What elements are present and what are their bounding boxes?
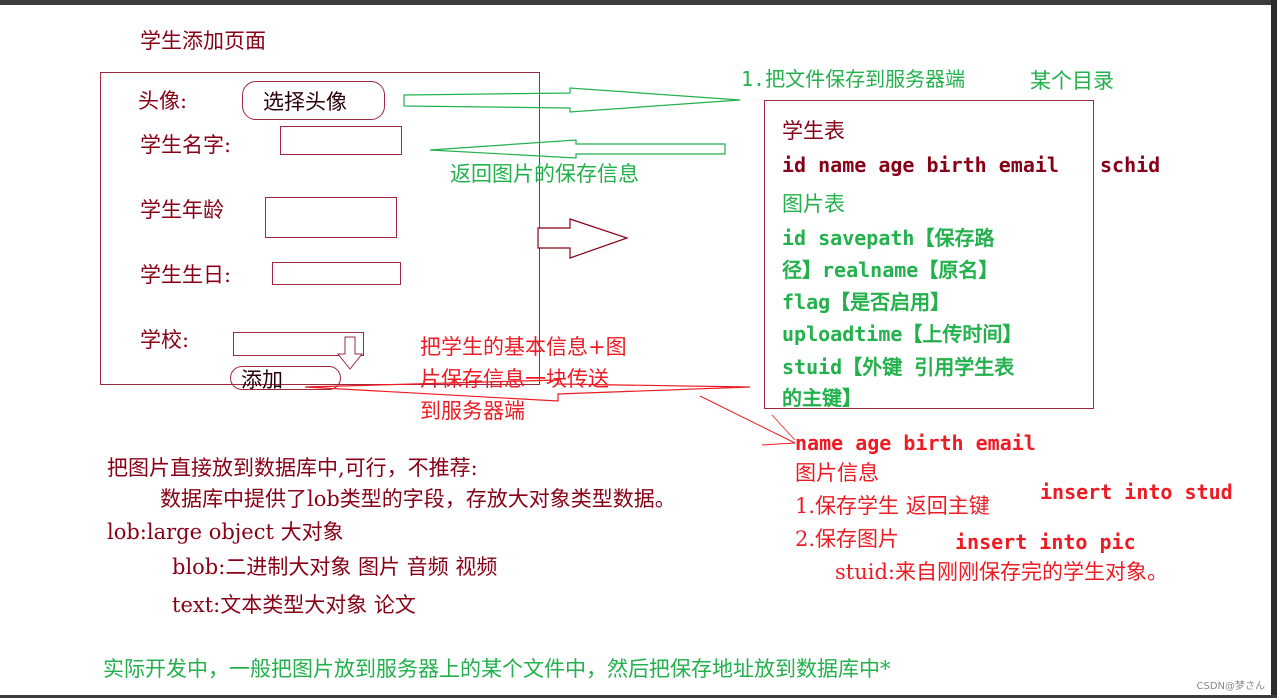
server-step-1-sql: insert into stud <box>1040 480 1233 504</box>
picture-table-title: 图片表 <box>782 192 845 216</box>
avatar-label: 头像: <box>138 89 188 113</box>
server-step-2-sql: insert into pic <box>955 530 1136 554</box>
birthday-input[interactable] <box>272 262 401 285</box>
school-label: 学校: <box>140 328 190 352</box>
window-right-border <box>1271 0 1277 698</box>
add-button[interactable]: 添加 <box>230 366 341 392</box>
stuid-note: stuid:来自刚刚保存完的学生对象。 <box>835 560 1168 584</box>
server-fields: name age birth email <box>795 431 1036 455</box>
picture-table-line: id savepath【保存路 <box>782 226 995 250</box>
name-label: 学生名字: <box>140 133 232 157</box>
student-table-columns: id name age birth email <box>782 153 1059 177</box>
dropdown-arrow-icon <box>336 336 364 370</box>
watermark: CSDN@梦さん <box>1196 681 1265 692</box>
upload-arrow <box>403 87 741 113</box>
picture-table-line: flag【是否启用】 <box>782 290 951 314</box>
window-bottom-border <box>0 695 1277 698</box>
note-line-5: text:文本类型大对象 论文 <box>172 593 416 617</box>
send-info-line-2: 片保存信息一块传送 <box>420 367 609 391</box>
picture-table-line: 的主键】 <box>782 386 862 410</box>
submit-arrow <box>537 218 629 259</box>
name-input[interactable] <box>280 126 402 155</box>
age-input[interactable] <box>265 197 397 238</box>
database-box <box>764 100 1094 409</box>
conclusion-note: 实际开发中，一般把图片放到服务器上的某个文件中，然后把保存地址放到数据库中* <box>103 657 891 681</box>
note-line-2: 数据库中提供了lob类型的字段，存放大对象类型数据。 <box>160 487 676 511</box>
return-arrow <box>429 139 726 159</box>
server-step-1: 1.保存学生 返回主键 <box>795 494 990 518</box>
age-label: 学生年龄 <box>140 198 224 222</box>
send-arrow <box>304 379 751 402</box>
save-file-dir-note: 某个目录 <box>1030 69 1114 93</box>
picture-table-line: uploadtime【上传时间】 <box>782 322 1023 346</box>
picture-table-line: 径】realname【原名】 <box>782 258 999 282</box>
school-select[interactable] <box>233 332 364 356</box>
pointer-line <box>699 395 796 444</box>
choose-avatar-label: 选择头像 <box>263 90 347 114</box>
return-info-note: 返回图片的保存信息 <box>450 162 639 186</box>
pointer-tick-2 <box>771 414 796 441</box>
send-info-line-3: 到服务器端 <box>420 399 525 423</box>
pointer-tick <box>761 442 796 446</box>
student-table-title: 学生表 <box>782 119 845 143</box>
add-button-label: 添加 <box>241 368 283 392</box>
window-top-border <box>0 0 1277 5</box>
student-table-extra: schid <box>1100 153 1161 177</box>
birthday-label: 学生生日: <box>140 263 232 287</box>
choose-avatar-button[interactable]: 选择头像 <box>242 81 385 120</box>
note-line-4: blob:二进制大对象 图片 音频 视频 <box>172 555 498 579</box>
send-info-line-1: 把学生的基本信息+图 <box>420 335 627 359</box>
note-line-1: 把图片直接放到数据库中,可行，不推荐: <box>107 456 478 480</box>
picture-table-line: stuid【外键 引用学生表 <box>782 355 1015 379</box>
save-file-note: 1.把文件保存到服务器端 <box>741 67 966 91</box>
note-line-3: lob:large object 大对象 <box>107 520 344 544</box>
server-step-2: 2.保存图片 <box>795 527 900 551</box>
form-title: 学生添加页面 <box>140 29 266 53</box>
server-pic-info: 图片信息 <box>795 461 879 485</box>
